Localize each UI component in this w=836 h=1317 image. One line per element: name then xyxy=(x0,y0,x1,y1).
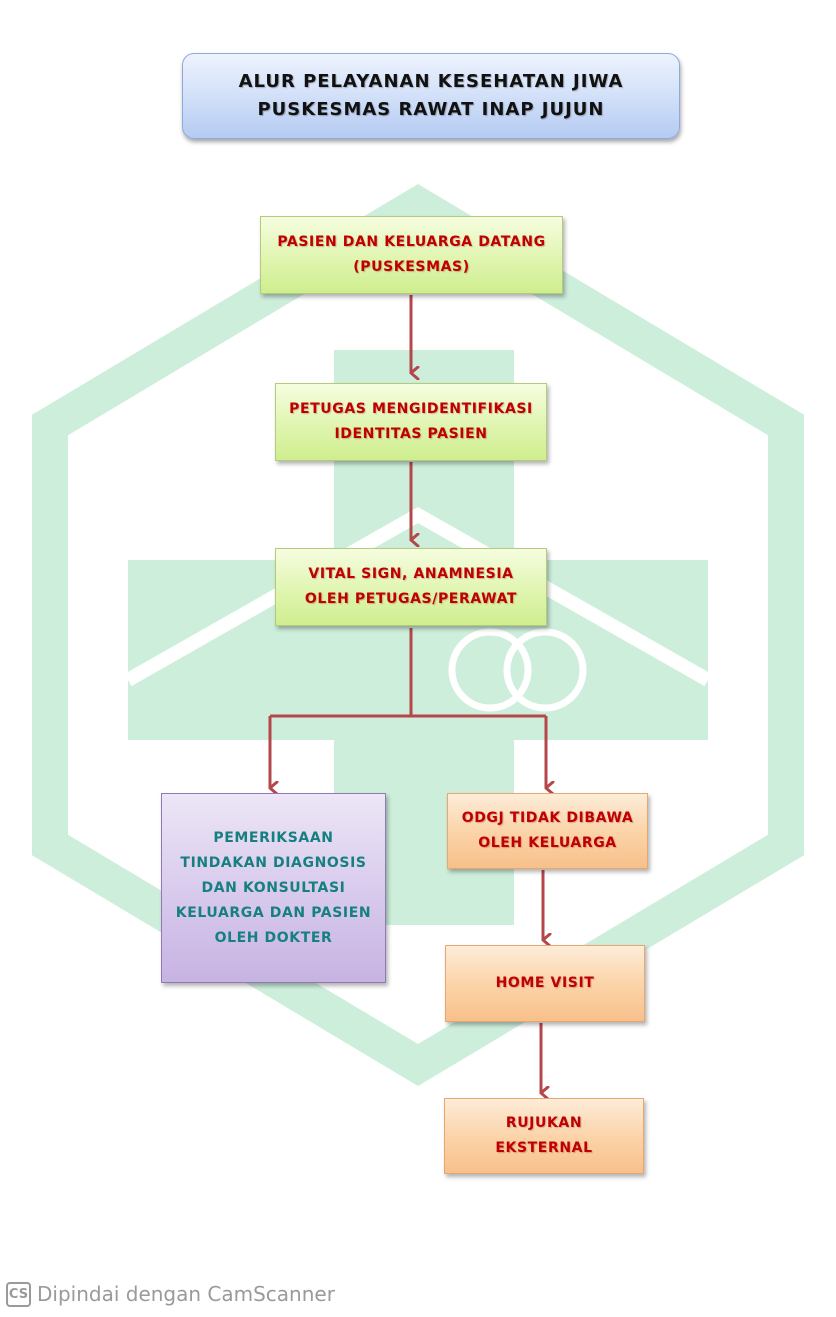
step-examination-line-3: DAN KONSULTASI xyxy=(201,879,346,896)
step-identification-line-1: PETUGAS MENGIDENTIFIKASI xyxy=(289,401,533,417)
logo-hexagon-outline xyxy=(32,184,804,1086)
camscanner-footer: CS Dipindai dengan CamScanner xyxy=(6,1280,335,1308)
step-examination-line-2: TINDAKAN DIAGNOSIS xyxy=(180,854,367,871)
step-vital-sign-line-2: OLEH PETUGAS/PERAWAT xyxy=(304,591,518,607)
step-vital-sign-line-1: VITAL SIGN, ANAMNESIA xyxy=(308,566,514,582)
step-examination-line-1: PEMERIKSAAN xyxy=(213,829,334,846)
step-odgj-not-brought-box: ODGJ TIDAK DIBAWA OLEH KELUARGA xyxy=(447,793,648,869)
step-identification-line-2: IDENTITAS PASIEN xyxy=(334,426,488,442)
logo-ring-left xyxy=(448,628,532,712)
step-examination-line-4: KELUARGA DAN PASIEN xyxy=(175,904,372,921)
step-vital-sign-box: VITAL SIGN, ANAMNESIA OLEH PETUGAS/PERAW… xyxy=(275,548,547,626)
step-arrival-line-2: (PUSKESMAS) xyxy=(353,259,470,275)
step-referral-line-1: RUJUKAN xyxy=(505,1115,583,1131)
step-referral-line-2: EKSTERNAL xyxy=(495,1140,593,1156)
camscanner-caption: Dipindai dengan CamScanner xyxy=(37,1282,335,1306)
logo-roof-lines xyxy=(124,506,712,687)
step-arrival-box: PASIEN DAN KELUARGA DATANG (PUSKESMAS) xyxy=(260,216,563,294)
camscanner-logo-icon: CS xyxy=(6,1281,31,1307)
step-odgj-line-1: ODGJ TIDAK DIBAWA xyxy=(461,810,634,826)
step-home-visit-box: HOME VISIT xyxy=(445,945,645,1022)
diagram-title-line-1: ALUR PELAYANAN KESEHATAN JIWA xyxy=(238,71,624,92)
logo-ring-right xyxy=(503,628,587,712)
step-examination-box: PEMERIKSAAN TINDAKAN DIAGNOSIS DAN KONSU… xyxy=(161,793,386,983)
step-home-visit-line-1: HOME VISIT xyxy=(495,975,595,991)
step-identification-box: PETUGAS MENGIDENTIFIKASI IDENTITAS PASIE… xyxy=(275,383,547,461)
step-external-referral-box: RUJUKAN EKSTERNAL xyxy=(444,1098,644,1174)
step-arrival-line-1: PASIEN DAN KELUARGA DATANG xyxy=(277,234,546,250)
step-examination-line-5: OLEH DOKTER xyxy=(214,929,333,946)
diagram-title-box: ALUR PELAYANAN KESEHATAN JIWA PUSKESMAS … xyxy=(182,53,680,139)
step-odgj-line-2: OLEH KELUARGA xyxy=(478,835,617,851)
diagram-title-line-2: PUSKESMAS RAWAT INAP JUJUN xyxy=(257,99,605,120)
